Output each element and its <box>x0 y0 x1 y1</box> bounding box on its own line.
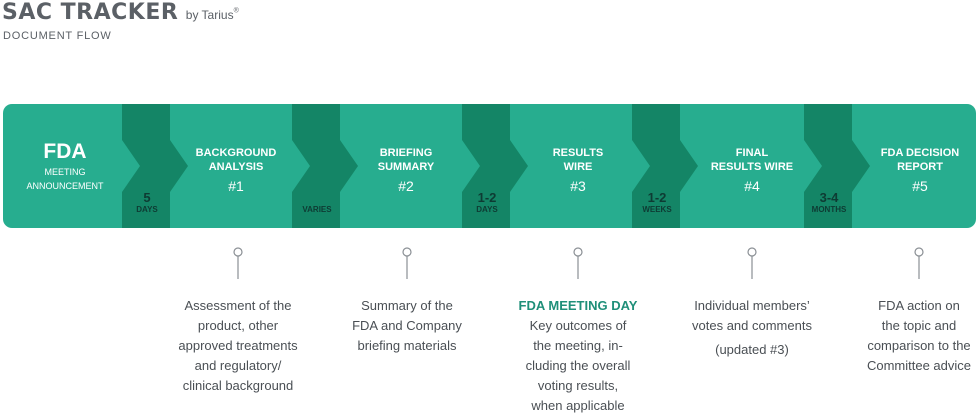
gap-unit: MONTHS <box>811 205 847 214</box>
pin-1 <box>233 247 243 279</box>
description-line: cluding the overall <box>525 358 631 373</box>
stage-title-line-1: RESULTS <box>552 147 604 159</box>
pin-5 <box>914 247 924 279</box>
description-line: Summary of the <box>361 298 453 313</box>
gap-unit: WEEKS <box>642 205 672 214</box>
description-line: FDA and Company <box>352 318 462 333</box>
stage-title-line-1: BRIEFING <box>379 147 433 159</box>
description-final-results-wire: Individual members’ votes and comments (… <box>677 296 827 360</box>
stage-number: #4 <box>744 178 760 194</box>
description-line: Key outcomes of <box>529 318 627 333</box>
description-briefing-summary: Summary of the FDA and Company briefing … <box>332 296 482 356</box>
stage-number: #1 <box>228 178 244 194</box>
stage-title-line-2: RESULTS WIRE <box>710 161 794 173</box>
chevron-2 <box>292 104 358 228</box>
description-line: votes and comments <box>692 318 812 333</box>
fda-meeting-day-label: FDA MEETING DAY <box>518 298 638 313</box>
description-line: comparison to the <box>867 338 971 353</box>
stage-title-line-1: FINAL <box>735 147 769 159</box>
description-line: briefing materials <box>357 338 457 353</box>
gap-label-4: 1-2 WEEKS <box>630 190 684 215</box>
description-line: Committee advice <box>866 358 972 373</box>
gap-unit: DAYS <box>136 205 158 214</box>
stage-number: #5 <box>912 178 928 194</box>
fda-subtitle-1: MEETING <box>44 167 86 177</box>
stage-title-line-1: BACKGROUND <box>195 147 277 159</box>
description-line: FDA action on <box>878 298 960 313</box>
description-line: Individual members’ <box>694 298 810 313</box>
stage-fda-decision-report: FDA DECISION REPORT #5 <box>850 146 979 194</box>
stage-final-results-wire: FINAL RESULTS WIRE #4 <box>682 146 822 194</box>
description-line: voting results, <box>537 378 619 393</box>
description-line: clinical background <box>182 378 294 393</box>
description-background-analysis: Assessment of the product, other approve… <box>163 296 313 396</box>
chevron-4 <box>632 104 698 228</box>
brand-subtitle: DOCUMENT FLOW <box>3 30 112 42</box>
description-line: and regulatory/ <box>194 358 282 373</box>
description-line: the topic and <box>881 318 957 333</box>
chevron-3 <box>462 104 528 228</box>
stage-number: #3 <box>570 178 586 194</box>
gap-number: 1-2 <box>647 190 667 205</box>
gap-label-5: 3-4 MONTHS <box>802 190 856 215</box>
stage-background-analysis: BACKGROUND ANALYSIS #1 <box>166 146 306 194</box>
stage-fda-meeting-announcement: FDA MEETING ANNOUNCEMENT <box>0 104 135 192</box>
pin-3 <box>573 247 583 279</box>
stage-title-line-2: REPORT <box>897 161 943 173</box>
gap-number: 1-2 <box>477 190 497 205</box>
fda-subtitle-2: ANNOUNCEMENT <box>26 181 104 191</box>
gap-unit: VARIES <box>302 205 332 214</box>
description-line: Assessment of the <box>184 298 292 313</box>
pin-4 <box>747 247 757 279</box>
chevron-5 <box>804 104 870 228</box>
gap-label-1: 5 DAYS <box>120 190 174 215</box>
gap-label-3: 1-2 DAYS <box>460 190 514 215</box>
fda-title: FDA <box>43 140 87 163</box>
stage-number: #2 <box>398 178 414 194</box>
stage-title-line-2: ANALYSIS <box>208 161 264 173</box>
gap-number: 5 <box>143 190 151 205</box>
stage-title-line-2: WIRE <box>563 161 593 173</box>
description-line: when applicable <box>531 398 625 413</box>
brand-header: SAC TRACKER by Tarius® <box>2 0 239 25</box>
gap-unit: DAYS <box>476 205 498 214</box>
stage-title-line-1: FDA DECISION <box>880 147 960 159</box>
description-results-wire: FDA MEETING DAY Key outcomes of the meet… <box>503 296 653 416</box>
pin-2 <box>402 247 412 279</box>
brand-title: SAC TRACKER <box>2 0 179 25</box>
gap-number: 3-4 <box>819 190 839 205</box>
gap-label-2: VARIES <box>290 205 344 215</box>
chevron-1 <box>122 104 188 228</box>
description-line: the meeting, in- <box>533 338 623 353</box>
description-fda-decision-report: FDA action on the topic and comparison t… <box>844 296 979 376</box>
stage-results-wire: RESULTS WIRE #3 <box>508 146 648 194</box>
brand-by: by Tarius <box>185 8 234 22</box>
description-line: (updated #3) <box>715 342 789 357</box>
description-line: approved treatments <box>178 338 298 353</box>
stage-title-line-2: SUMMARY <box>377 161 435 173</box>
description-line: product, other <box>197 318 279 333</box>
registered-mark: ® <box>233 7 239 15</box>
stage-briefing-summary: BRIEFING SUMMARY #2 <box>336 146 476 194</box>
flow-band <box>3 104 976 279</box>
